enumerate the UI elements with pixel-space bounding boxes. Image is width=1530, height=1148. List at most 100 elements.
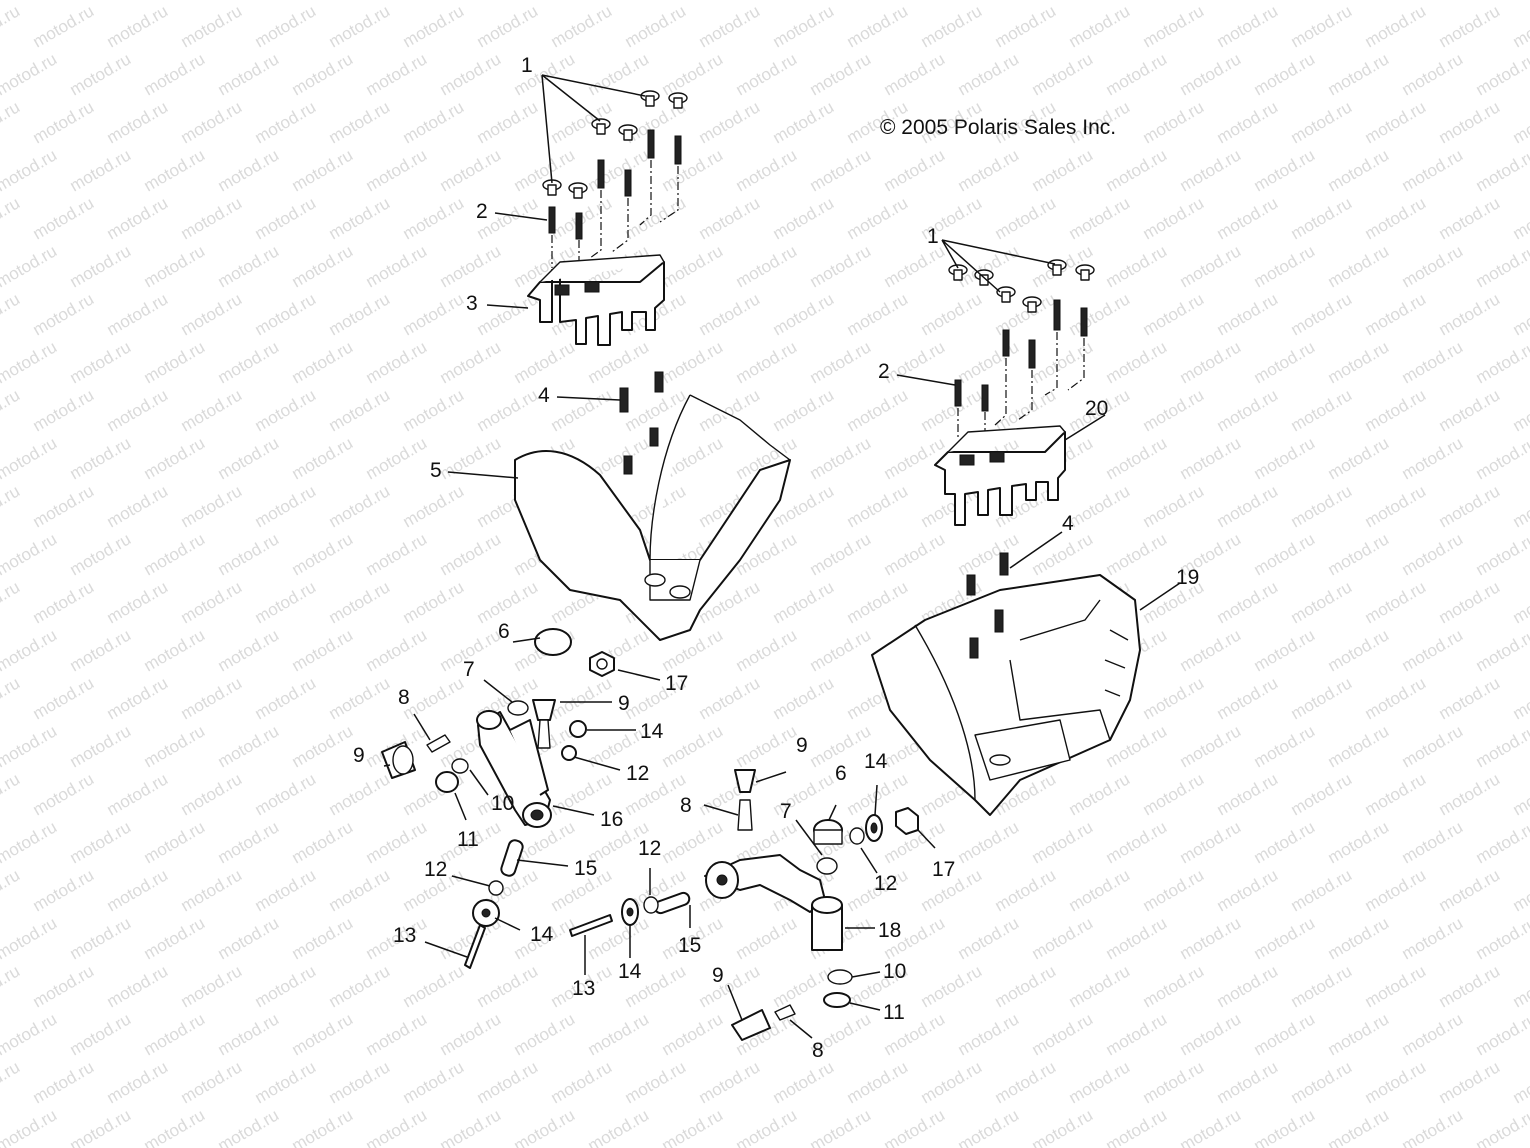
callout-15: 15 (574, 857, 597, 880)
watermark-text: motod.ru (1510, 769, 1530, 819)
watermark-text: motod.ru (1473, 0, 1530, 3)
watermark-text: motod.ru (1103, 817, 1171, 867)
watermark-text: motod.ru (1214, 385, 1282, 435)
watermark-text: motod.ru (289, 913, 357, 963)
watermark-text: motod.ru (104, 673, 172, 723)
watermark-text: motod.ru (622, 1, 690, 51)
watermark-text: motod.ru (104, 865, 172, 915)
watermark-text: motod.ru (289, 721, 357, 771)
watermark-text: motod.ru (0, 481, 23, 531)
watermark-text: motod.ru (1473, 1009, 1530, 1059)
watermark-text: motod.ru (1029, 0, 1097, 3)
watermark-text: motod.ru (1436, 577, 1504, 627)
watermark-text: motod.ru (659, 817, 727, 867)
watermark-text: motod.ru (1436, 97, 1504, 147)
boot-icon (731, 1009, 771, 1041)
watermark-text: motod.ru (30, 673, 98, 723)
watermark-text: motod.ru (1362, 961, 1430, 1011)
watermark-text: motod.ru (807, 241, 875, 291)
watermark-text: motod.ru (474, 961, 542, 1011)
watermark-text: motod.ru (733, 337, 801, 387)
watermark-text: motod.ru (1473, 529, 1530, 579)
watermark-text: motod.ru (215, 1009, 283, 1059)
watermark-text: motod.ru (1029, 913, 1097, 963)
watermark-text: motod.ru (1140, 1, 1208, 51)
watermark-text: motod.ru (1399, 145, 1467, 195)
watermark-text: motod.ru (1214, 97, 1282, 147)
watermark-text: motod.ru (289, 145, 357, 195)
watermark-text: motod.ru (955, 817, 1023, 867)
watermark-text: motod.ru (1103, 1009, 1171, 1059)
watermark-text: motod.ru (585, 145, 653, 195)
watermark-text: motod.ru (326, 481, 394, 531)
watermark-text: motod.ru (918, 289, 986, 339)
watermark-text: motod.ru (141, 1105, 209, 1148)
watermark-text: motod.ru (696, 193, 764, 243)
watermark-text: motod.ru (1399, 817, 1467, 867)
callout-11: 11 (457, 828, 479, 851)
watermark-text: motod.ru (400, 961, 468, 1011)
bolt-icon (619, 371, 664, 475)
watermark-text: motod.ru (918, 1057, 986, 1107)
watermark-text: motod.ru (252, 1057, 320, 1107)
watermark-text: motod.ru (1140, 481, 1208, 531)
callout-8: 8 (398, 686, 410, 709)
watermark-text: motod.ru (1066, 961, 1134, 1011)
callout-13: 13 (393, 924, 416, 947)
watermark-text: motod.ru (622, 1057, 690, 1107)
watermark-text: motod.ru (141, 625, 209, 675)
watermark-text: motod.ru (1177, 913, 1245, 963)
watermark-text: motod.ru (0, 721, 60, 771)
watermark-text: motod.ru (104, 97, 172, 147)
left-footwell-icon (514, 371, 791, 641)
watermark-text: motod.ru (326, 865, 394, 915)
watermark-text: motod.ru (1251, 241, 1319, 291)
watermark-text: motod.ru (1288, 769, 1356, 819)
watermark-text: motod.ru (1325, 817, 1393, 867)
watermark-text: motod.ru (215, 241, 283, 291)
watermark-text: motod.ru (1066, 865, 1134, 915)
watermark-text: motod.ru (511, 1009, 579, 1059)
watermark-text: motod.ru (1473, 145, 1530, 195)
watermark-text: motod.ru (955, 529, 1023, 579)
watermark-text: motod.ru (0, 625, 60, 675)
callout-12: 12 (638, 837, 661, 860)
watermark-text: motod.ru (0, 1057, 23, 1107)
callout-9: 9 (712, 964, 724, 987)
watermark-text: motod.ru (770, 193, 838, 243)
callout-2: 2 (476, 200, 488, 223)
watermark-text: motod.ru (844, 385, 912, 435)
watermark-text: motod.ru (400, 97, 468, 147)
watermark-text: motod.ru (1214, 1057, 1282, 1107)
watermark-text: motod.ru (0, 673, 23, 723)
callout-10: 10 (883, 960, 906, 983)
watermark-text: motod.ru (1251, 817, 1319, 867)
watermark-text: motod.ru (104, 577, 172, 627)
watermark-text: motod.ru (178, 961, 246, 1011)
watermark-text: motod.ru (1325, 913, 1393, 963)
watermark-text: motod.ru (0, 1009, 60, 1059)
watermark-text: motod.ru (955, 1009, 1023, 1059)
bracket-icon (527, 254, 665, 346)
callout-19: 19 (1176, 566, 1199, 589)
watermark-text: motod.ru (178, 1, 246, 51)
watermark-text: motod.ru (1473, 337, 1530, 387)
watermark-text: motod.ru (1325, 0, 1393, 3)
watermark-text: motod.ru (1066, 1, 1134, 51)
watermark-text: motod.ru (215, 433, 283, 483)
watermark-text: motod.ru (1473, 1105, 1530, 1148)
watermark-text: motod.ru (733, 145, 801, 195)
watermark-text: motod.ru (1399, 529, 1467, 579)
watermark-text: motod.ru (1510, 97, 1530, 147)
callout-6: 6 (835, 762, 847, 785)
push-rivet-icon (948, 259, 1095, 313)
watermark-text: motod.ru (326, 769, 394, 819)
watermark-text: motod.ru (1436, 865, 1504, 915)
watermark-text: motod.ru (807, 625, 875, 675)
watermark-text: motod.ru (1029, 1105, 1097, 1148)
watermark-text: motod.ru (1510, 865, 1530, 915)
watermark-text: motod.ru (1362, 193, 1430, 243)
watermark-text: motod.ru (363, 817, 431, 867)
